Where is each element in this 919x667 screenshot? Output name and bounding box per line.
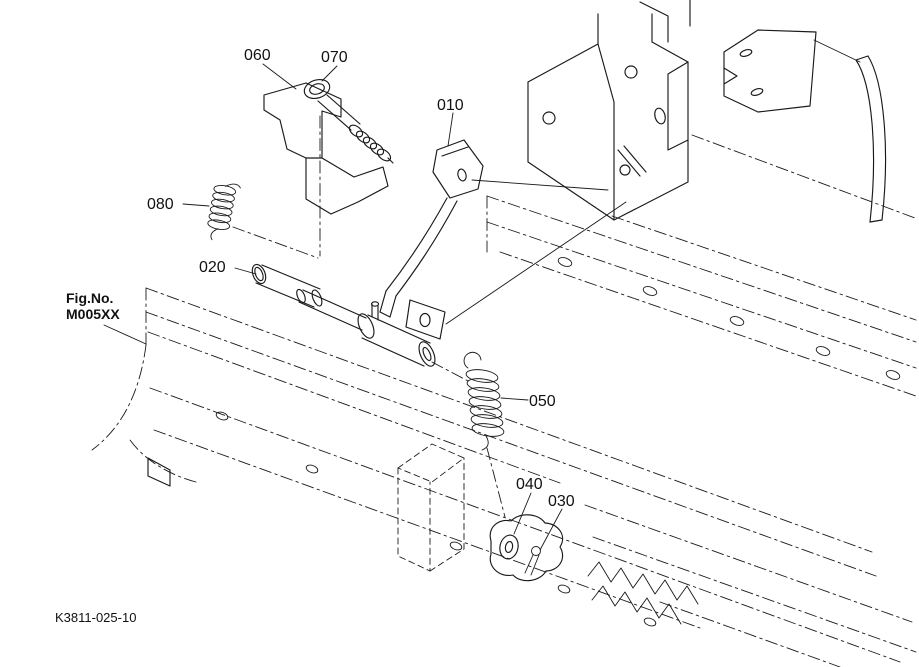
callout-060: 060	[244, 47, 271, 64]
fig-no-label: Fig.No.	[66, 290, 113, 306]
frame-holes	[215, 257, 901, 627]
part-spring-050	[463, 351, 505, 451]
drawing-code: K3811-025-10	[55, 610, 136, 625]
assembly-centerlines	[232, 115, 506, 518]
callout-030: 030	[548, 493, 575, 510]
part-spring-080	[207, 183, 241, 241]
frame-rail-upper	[486, 134, 917, 397]
part-plate-040	[489, 514, 564, 582]
frame-end-tab	[147, 457, 171, 487]
frame-gusset-plate	[723, 29, 861, 113]
part-pin-020	[251, 263, 323, 308]
callout-080: 080	[147, 196, 174, 213]
callout-040: 040	[516, 476, 543, 493]
part-bolt-070	[303, 78, 394, 164]
frame-mount-bracket	[527, 0, 691, 221]
callout-010: 010	[437, 97, 464, 114]
fig-no-value: M005XX	[66, 306, 120, 322]
part-rod-sleeve	[296, 288, 436, 367]
frame-rail-bottom-right	[584, 504, 917, 667]
part-latch-bracket-060	[263, 82, 389, 215]
frame-serrated-strip	[587, 561, 699, 625]
callout-020: 020	[199, 259, 226, 276]
part-cotter-pin-030	[524, 546, 541, 576]
frame-rail-lower	[91, 287, 901, 663]
frame-side-panel	[855, 55, 887, 223]
callout-050: 050	[529, 393, 556, 410]
frame-hanger-box	[397, 443, 465, 572]
part-lever-010	[379, 139, 627, 340]
callout-070: 070	[321, 49, 348, 66]
leader-lines	[103, 63, 563, 551]
